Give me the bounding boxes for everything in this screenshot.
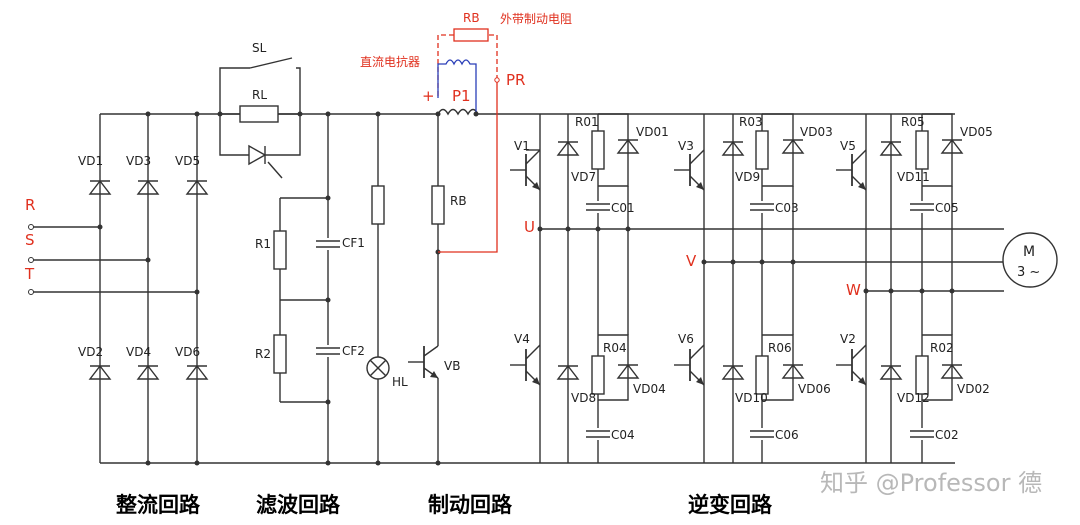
- diode-vd05-label: VD05: [960, 125, 993, 139]
- resistor-r02-label: R02: [930, 341, 954, 355]
- terminal-pr-label: PR: [506, 71, 525, 89]
- diode-vd7-label: VD7: [571, 170, 596, 184]
- capacitor-c03-label: C03: [775, 201, 799, 215]
- transistor-v5-label: V5: [840, 139, 856, 153]
- capacitor-c04-label: C04: [611, 428, 635, 442]
- diode-vd03-label: VD03: [800, 125, 833, 139]
- diode-vd4-label: VD4: [126, 345, 151, 359]
- capacitor-c01-label: C01: [611, 201, 635, 215]
- diode-vd1-label: VD1: [78, 154, 103, 168]
- terminal-p1-label: P1: [452, 87, 471, 105]
- capacitor-cf2-label: CF2: [342, 344, 365, 358]
- section-braking-title: 制动回路: [428, 493, 513, 517]
- output-u-label: U: [524, 218, 535, 236]
- resistor-r05-label: R05: [901, 115, 925, 129]
- resistor-r1-label: R1: [255, 237, 271, 251]
- filter-section: SL RL R1 R2 CF1 CF2: [217, 41, 408, 466]
- resistor-rl-label: RL: [252, 88, 267, 102]
- resistor-r06-label: R06: [768, 341, 792, 355]
- switch-sl-label: SL: [252, 41, 267, 55]
- phase-s-label: S: [25, 231, 35, 249]
- braking-section: RB VB RB 外带制动电阻 直流电抗器 + P1 PR: [360, 11, 572, 466]
- section-rectifier-title: 整流回路: [116, 493, 201, 517]
- diode-vd01-label: VD01: [636, 125, 669, 139]
- output-w-label: W: [846, 281, 861, 299]
- diode-vd2-label: VD2: [78, 345, 103, 359]
- diode-vd9-label: VD9: [735, 170, 760, 184]
- output-v-label: V: [686, 252, 697, 270]
- transistor-vb-label: VB: [444, 359, 460, 373]
- diode-vd12-label: VD12: [897, 391, 930, 405]
- diode-vd6-label: VD6: [175, 345, 200, 359]
- diode-vd04-label: VD04: [633, 382, 666, 396]
- diode-vd02-label: VD02: [957, 382, 990, 396]
- diode-vd8-label: VD8: [571, 391, 596, 405]
- phase-t-label: T: [24, 265, 35, 283]
- resistor-r04-label: R04: [603, 341, 627, 355]
- capacitor-c05-label: C05: [935, 201, 959, 215]
- resistor-r2-label: R2: [255, 347, 271, 361]
- ext-rb-label: RB: [463, 11, 480, 25]
- diode-vd3-label: VD3: [126, 154, 151, 168]
- dc-reactor-caption: 直流电抗器: [360, 54, 420, 69]
- section-inverter-title: 逆变回路: [688, 493, 773, 517]
- resistor-r03-label: R03: [739, 115, 763, 129]
- transistor-v2-label: V2: [840, 332, 856, 346]
- motor-sub-label: 3 ~: [1017, 265, 1040, 280]
- inverter-section: M 3 ~ U V W V1 V4 V3 V6 V5 V2 R01 R04 R0…: [509, 113, 1058, 463]
- watermark-text: 知乎 @Professor 德: [820, 469, 1042, 497]
- transistor-v6-label: V6: [678, 332, 694, 346]
- transistor-v3-label: V3: [678, 139, 694, 153]
- section-filter-title: 滤波回路: [256, 493, 341, 517]
- lamp-hl-label: HL: [392, 375, 408, 389]
- resistor-rb-label: RB: [450, 194, 467, 208]
- resistor-r01-label: R01: [575, 115, 599, 129]
- transistor-v1-label: V1: [514, 139, 530, 153]
- diode-vd5-label: VD5: [175, 154, 200, 168]
- phase-r-label: R: [25, 196, 35, 214]
- capacitor-c06-label: C06: [775, 428, 799, 442]
- capacitor-c02-label: C02: [935, 428, 959, 442]
- section-titles: 整流回路 滤波回路 制动回路 逆变回路: [116, 493, 773, 517]
- transistor-v4-label: V4: [514, 332, 530, 346]
- rectifier-section: R S T VD1 VD3 VD5 VD2 VD4 VD6: [24, 111, 208, 466]
- dc-plus-label: +: [422, 87, 435, 105]
- diode-vd11-label: VD11: [897, 170, 930, 184]
- capacitor-cf1-label: CF1: [342, 236, 365, 250]
- motor-label: M: [1023, 244, 1035, 260]
- motor-symbol: [1002, 232, 1058, 288]
- diode-vd06-label: VD06: [798, 382, 831, 396]
- ext-rb-caption: 外带制动电阻: [500, 12, 572, 26]
- diode-vd10-label: VD10: [735, 391, 768, 405]
